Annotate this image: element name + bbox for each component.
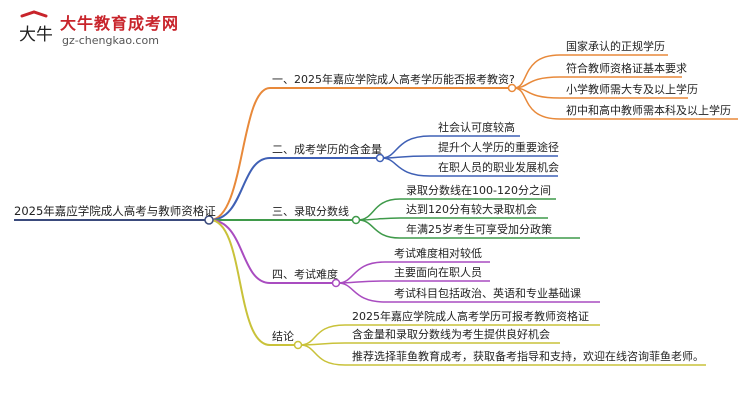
branch-3-child-3: 年满25岁考生可享受加分政策 [406, 223, 552, 236]
branch-3-node [351, 215, 361, 225]
branch-5-connectors [209, 219, 706, 366]
branch-1-child-3: 小学教师需大专及以上学历 [566, 83, 698, 96]
root-node [204, 215, 214, 225]
mindmap-root: 2025年嘉应学院成人高考与教师资格证 [14, 204, 216, 218]
branch-5-node [293, 340, 303, 350]
logo-url: gz-chengkao.com [62, 34, 159, 47]
branch-1-connectors [209, 54, 738, 221]
branch-5-child-1: 2025年嘉应学院成人高考学历可报考教师资格证 [352, 310, 589, 323]
branch-5-label: 结论 [272, 330, 294, 343]
branch-4-connectors [209, 219, 600, 303]
branch-1-node [507, 83, 517, 93]
branch-5-child-3: 推荐选择菲鱼教育成考，获取备考指导和支持，欢迎在线咨询菲鱼老师。 [352, 350, 704, 363]
site-logo[interactable]: 大牛 大牛教育成考网 gz-chengkao.com [10, 8, 210, 52]
branch-2-child-3: 在职人员的职业发展机会 [438, 161, 559, 174]
branch-3-child-2: 达到120分有较大录取机会 [406, 203, 537, 216]
logo-mark-icon: 大牛 [19, 10, 52, 45]
branch-3-child-1: 录取分数线在100-120分之间 [406, 184, 551, 197]
branch-2-child-1: 社会认可度较高 [438, 121, 515, 134]
branch-4-child-3: 考试科目包括政治、英语和专业基础课 [394, 287, 581, 300]
branch-2-node [375, 153, 385, 163]
branch-5-child-2: 含金量和录取分数线为考生提供良好机会 [352, 328, 550, 341]
branch-4-node [331, 278, 341, 288]
branch-4-child-1: 考试难度相对较低 [394, 247, 482, 260]
branch-1-child-2: 符合教师资格证基本要求 [566, 62, 687, 75]
logo-title: 大牛教育成考网 [60, 14, 180, 33]
branch-2-connectors [209, 135, 558, 221]
branch-4-child-2: 主要面向在职人员 [394, 266, 482, 279]
branch-1-child-1: 国家承认的正规学历 [566, 40, 665, 53]
branch-3-connectors [210, 198, 580, 239]
branch-3-label: 三、录取分数线 [272, 205, 349, 218]
svg-text:大牛: 大牛 [19, 25, 52, 45]
branch-2-label: 二、成考学历的含金量 [272, 143, 382, 156]
branch-2-child-2: 提升个人学历的重要途径 [438, 141, 559, 154]
branch-1-label: 一、2025年嘉应学院成人高考学历能否报考教资? [272, 73, 515, 86]
branch-1-child-4: 初中和高中教师需本科及以上学历 [566, 104, 731, 117]
branch-4-label: 四、考试难度 [272, 268, 338, 281]
